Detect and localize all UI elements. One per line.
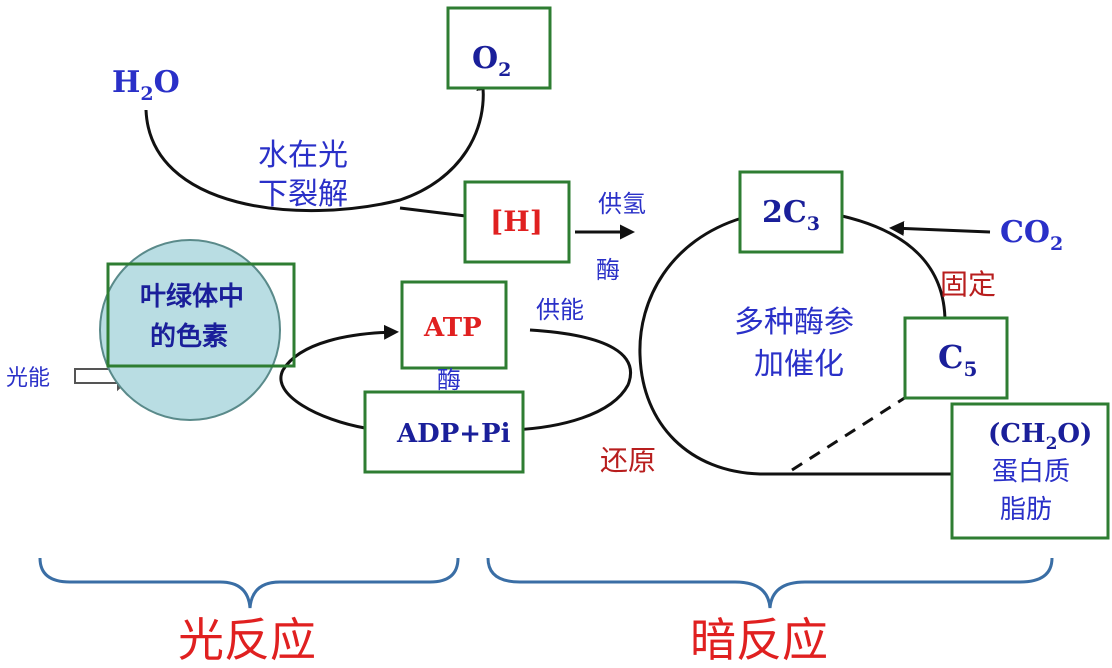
products-line1: (CH2O) [988,419,1092,454]
dark-reaction-brace [486,557,1054,609]
adp-label: ADP+Pi [396,419,511,449]
enzymes-line1: 多种酶参 [734,305,854,340]
pigment-box [106,262,296,368]
co2-label: CO2 [1000,215,1063,255]
atp-to-adp-arrow [509,328,633,437]
h-box [463,180,571,264]
products-box [950,402,1110,540]
supply-energy-label: 供能 [536,296,584,324]
adp-box [363,390,525,474]
c5-label: C5 [938,338,977,381]
c5-to-c3-arrow [819,206,947,323]
water-split-line1: 水在光 [258,138,348,173]
c3-box [738,170,844,254]
chloroplast-circle [99,239,281,421]
reduction-label: 还原 [600,444,656,477]
adp-to-atp-arrow [279,324,399,430]
products-line2: 蛋白质 [992,457,1070,487]
fixation-label: 固定 [940,268,996,301]
light-energy-label: 光能 [6,366,50,391]
water-split-line2: 下裂解 [258,177,348,212]
h-label: [H] [490,205,543,238]
enzyme-top-label: 酶 [596,256,620,284]
calvin-cycle-arc [638,216,790,476]
o2-label: O2 [472,41,511,81]
light-reaction-brace [38,557,460,609]
products-line3: 脂肪 [1000,495,1052,525]
supply-hydrogen-label: 供氢 [598,190,646,218]
pigment-line2: 的色素 [150,321,228,352]
dark-reaction-label: 暗反应 [690,613,828,667]
light-reaction-label: 光反应 [178,613,316,667]
enzymes-line2: 加催化 [754,347,844,382]
c3-label: 2C3 [762,195,820,235]
co2-arrow [889,220,991,236]
enzyme-mid-label: 酶 [437,366,461,394]
pigment-line1: 叶绿体中 [140,282,244,312]
atp-label: ATP [423,313,482,343]
h2o-label: H2O [112,65,180,105]
water-split-arrow [144,75,492,213]
c5-box [903,316,1009,400]
atp-box [400,280,508,370]
o2-box [446,6,552,90]
